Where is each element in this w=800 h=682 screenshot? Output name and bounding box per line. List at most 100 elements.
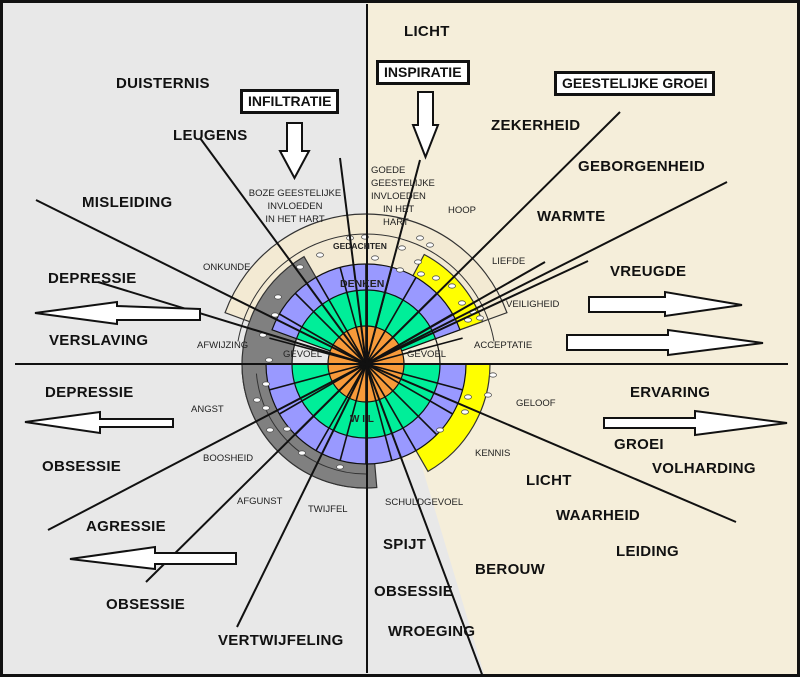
onkunde-label: ONKUNDE <box>203 262 251 273</box>
wroeging-label: WROEGING <box>388 623 476 640</box>
spoke-line <box>365 363 417 452</box>
goede-line-3: INVLOEDEN <box>371 191 426 202</box>
geborgenheid-label: GEBORGENHEID <box>578 158 705 175</box>
goede-line-5: HART <box>383 217 409 228</box>
licht-top-label: LICHT <box>404 23 450 40</box>
ring-dot <box>274 294 282 300</box>
leiding-label: LEIDING <box>616 543 679 560</box>
gevoel-left-label: GEVOEL <box>283 349 323 360</box>
volharding-label: VOLHARDING <box>652 460 756 477</box>
liefde-label: LIEFDE <box>492 256 526 267</box>
ring-dot <box>458 300 466 306</box>
berouw-label: BEROUW <box>475 561 546 578</box>
misleiding-label: MISLEIDING <box>82 194 173 211</box>
wil-label: W I L <box>350 414 374 425</box>
middle-gray-wedge <box>367 460 485 677</box>
spoke-line <box>339 267 367 365</box>
acceptatie-label: ACCEPTATIE <box>474 340 533 351</box>
ring-dot <box>296 264 304 270</box>
arrow-inspiratie <box>411 91 440 160</box>
geestelijke-groei-box: GEESTELIJKE GROEI <box>554 71 716 96</box>
depressie-bottom-label: DEPRESSIE <box>45 384 134 401</box>
licht-bottom-label: LICHT <box>526 472 572 489</box>
obsessie-middle-label: OBSESSIE <box>374 583 454 600</box>
spijt-label: SPIJT <box>383 536 427 553</box>
spoke-line <box>315 276 367 365</box>
afwijzing-label: AFWIJZING <box>197 340 249 351</box>
leugens-label: LEUGENS <box>173 127 248 144</box>
waarheid-label: WAARHEID <box>556 507 641 524</box>
spoke-line <box>269 363 367 391</box>
rays <box>35 111 737 678</box>
ring-dot <box>484 392 492 398</box>
decorative-arc <box>255 373 367 475</box>
ring-dot <box>298 450 306 456</box>
ring-dot <box>316 252 324 258</box>
arrow-left-depressie <box>34 300 201 326</box>
ring-dot <box>398 245 406 251</box>
ray-line <box>236 363 367 628</box>
ring-dot <box>371 255 379 261</box>
ray-line <box>339 157 367 365</box>
ray-line <box>145 363 367 583</box>
ring-dot <box>262 381 270 387</box>
infiltratie-box: INFILTRATIE <box>240 89 340 114</box>
duisternis-label: DUISTERNIS <box>116 75 210 92</box>
obsessie-bottom-label: OBSESSIE <box>106 596 186 613</box>
vertwijfeling-label: VERTWIJFELING <box>218 632 344 649</box>
ring-dot <box>489 372 497 378</box>
boze-line-2: INVLOEDEN <box>267 201 323 212</box>
ring-dot <box>336 464 344 470</box>
ray-line <box>35 199 367 365</box>
ring-dot <box>464 317 472 323</box>
groei-label: GROEI <box>614 436 664 453</box>
ring-dot <box>448 283 456 289</box>
arrow-right-ervaring <box>603 409 788 437</box>
spoke-line <box>365 363 454 415</box>
warmte-label: WARMTE <box>537 208 606 225</box>
ring-dot <box>432 275 440 281</box>
afgunst-label: AFGUNST <box>237 496 283 507</box>
ray-line <box>365 111 621 365</box>
spoke-line <box>294 292 367 365</box>
ring-dot <box>271 312 279 318</box>
hoop-label: HOOP <box>448 205 476 216</box>
kennis-label: KENNIS <box>475 448 511 459</box>
depressie-top-label: DEPRESSIE <box>48 270 137 287</box>
gedachten-label: GEDACHTEN <box>333 241 387 251</box>
arrow-left-agressie <box>69 545 237 571</box>
ring-dot <box>283 426 291 432</box>
boze-line-1: BOZE GEESTELIJKE <box>248 188 342 199</box>
ring-dot <box>436 427 444 433</box>
ring-dot <box>396 267 404 273</box>
ring-dot <box>461 409 469 415</box>
ring-dot <box>476 315 484 321</box>
arrow-right-vreugde <box>588 290 743 318</box>
ring-dot <box>262 405 270 411</box>
ray-line <box>199 137 367 365</box>
goede-line-1: GOEDE <box>371 165 406 176</box>
spoke-line <box>365 363 438 436</box>
veiligheid-label: VEILIGHEID <box>506 299 560 310</box>
spoke-line <box>339 363 367 461</box>
ray-line <box>365 261 546 365</box>
ring-dot <box>416 235 424 241</box>
ray-line <box>365 159 421 365</box>
ring-dot <box>414 259 422 265</box>
boze-influences-text: BOZE GEESTELIJKE INVLOEDEN IN HET HART <box>236 187 354 226</box>
vreugde-label: VREUGDE <box>610 263 687 280</box>
zekerheid-label: ZEKERHEID <box>491 117 581 134</box>
arrow-left-obsessie <box>24 410 174 435</box>
schuldgevoel-label: SCHULDGEVOEL <box>385 497 464 508</box>
goede-influences-text: GOEDE GEESTELIJKE INVLOEDEN IN HET HART <box>371 164 435 229</box>
ring-dot <box>464 394 472 400</box>
inspiratie-box: INSPIRATIE <box>376 60 470 85</box>
boze-line-3: IN HET HART <box>265 214 325 225</box>
ray-line <box>365 363 737 523</box>
verslaving-label: VERSLAVING <box>49 332 149 349</box>
gevoel-right-label: GEVOEL <box>407 349 447 360</box>
goede-line-4: IN HET <box>383 204 415 215</box>
spoke-line <box>365 363 393 461</box>
